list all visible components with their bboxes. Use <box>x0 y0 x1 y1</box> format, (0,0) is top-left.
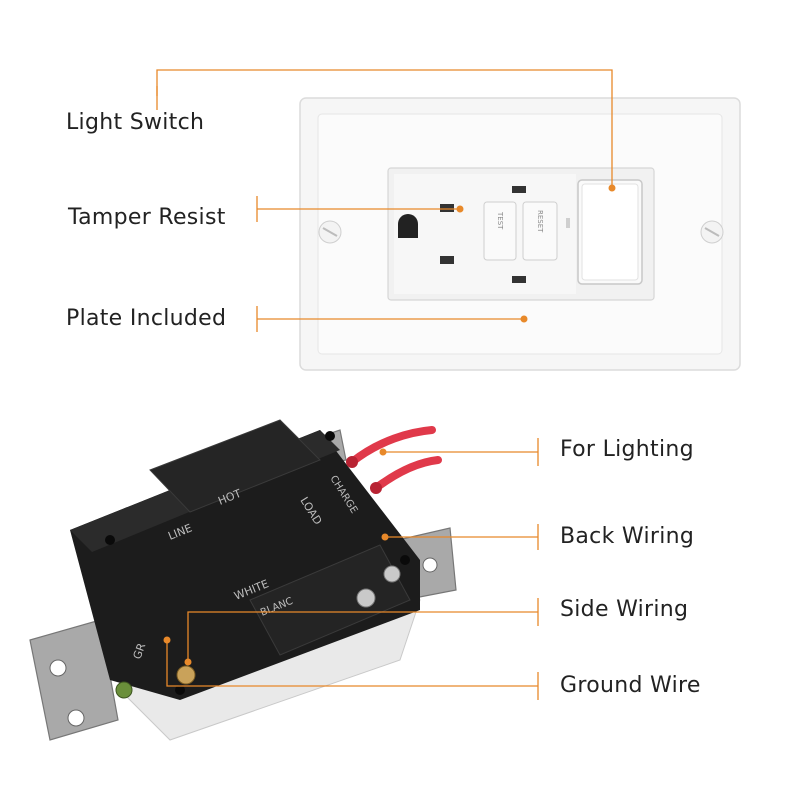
red-wires <box>346 426 442 494</box>
plate-screw-right <box>700 220 724 244</box>
test-text: TEST <box>496 211 504 230</box>
label-light-switch: Light Switch <box>66 110 205 135</box>
leader-dots <box>163 184 616 666</box>
gr-text: GR <box>131 641 149 661</box>
receptacle-face: TEST RESET <box>394 174 576 294</box>
label-tamper-resist: Tamper Resist <box>68 205 226 230</box>
ground-screw <box>115 681 133 699</box>
terminal-screws <box>176 565 401 685</box>
mounting-strap-left <box>29 619 119 741</box>
reset-text: RESET <box>536 210 544 233</box>
rocker-switch <box>577 179 643 285</box>
label-plate-included: Plate Included <box>66 306 227 331</box>
label-back-wiring: Back Wiring <box>560 524 695 549</box>
leader-lines <box>156 69 613 700</box>
label-ground-wire: Ground Wire <box>560 673 701 698</box>
housing-back: LINE HOT LOAD CHARGE WHITE BLANC GR <box>70 419 420 700</box>
label-for-lighting: For Lighting <box>560 437 694 462</box>
label-side-wiring: Side Wiring <box>560 597 689 622</box>
plate-screw-left <box>318 220 342 244</box>
